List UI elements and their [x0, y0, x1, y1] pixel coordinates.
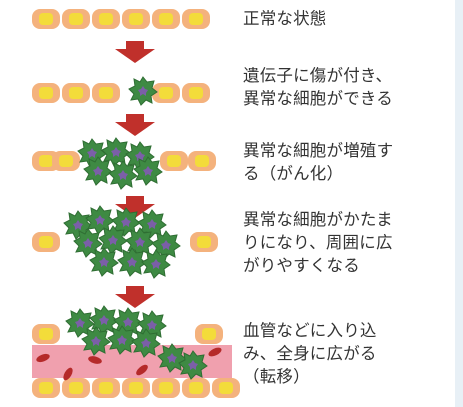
row-normal: [32, 9, 210, 29]
right-edge-bar: [455, 0, 463, 407]
arrow-2: [115, 114, 155, 136]
step-2-label: 遺伝子に傷が付き、 異常な細胞ができる: [243, 66, 393, 108]
step-3-label: 異常な細胞が増殖す る（がん化）: [243, 141, 394, 183]
arrow-1: [115, 41, 155, 63]
row-metastasis: [32, 305, 240, 398]
row-mutation: [32, 76, 210, 106]
arrow-4: [115, 286, 155, 308]
row-proliferation: [32, 137, 216, 190]
row-mass: [32, 205, 218, 279]
step-4-label: 異常な細胞がかたま りになり、周囲に広 がりやすくなる: [243, 210, 393, 275]
step-1-label: 正常な状態: [243, 9, 327, 28]
step-5-label: 血管などに入り込 み、全身に広がる （転移）: [243, 321, 377, 386]
